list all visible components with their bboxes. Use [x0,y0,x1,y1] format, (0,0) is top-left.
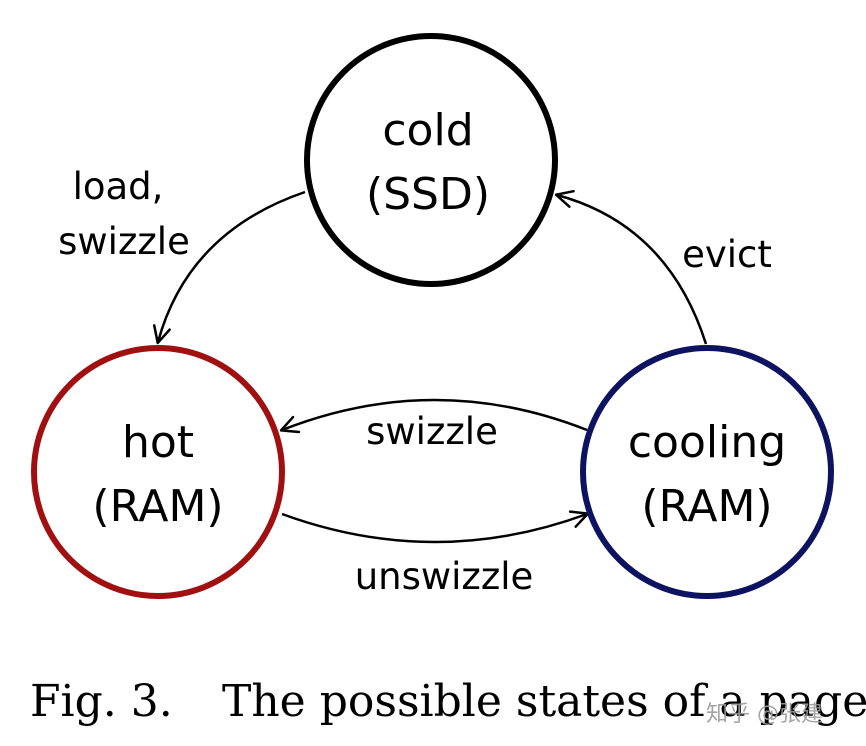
node-cold-subtitle: (SSD) [366,169,490,220]
edge-swizzle-arrow [279,398,588,434]
node-cold-title: cold [382,105,473,156]
edge-swizzle-label: swizzle [366,410,498,453]
figure-caption-text: The possible states of a page [222,676,866,727]
node-cooling: cooling (RAM) [580,345,834,599]
edge-swizzle-label-top: swizzle [58,220,190,263]
node-cold: cold (SSD) [304,33,558,287]
node-cooling-subtitle: (RAM) [641,481,772,532]
edge-unswizzle-label: unswizzle [355,555,534,598]
node-hot-circle [31,345,285,599]
node-hot-title: hot [122,417,194,468]
edge-load-label: load, [73,165,164,208]
figure-caption: Fig. 3. The possible states of a page [30,676,866,727]
watermark: 知乎 @张建 [706,702,823,727]
node-hot: hot (RAM) [31,345,285,599]
node-hot-subtitle: (RAM) [92,481,223,532]
node-cooling-circle [580,345,834,599]
edge-load-swizzle-arrow [152,190,306,345]
node-cold-circle [304,33,558,287]
edge-evict-label: evict [682,233,772,276]
node-cooling-title: cooling [628,417,786,468]
edge-evict-arrow [554,189,708,345]
edge-unswizzle-arrow [281,510,590,544]
figure-number: Fig. 3. [30,676,173,727]
